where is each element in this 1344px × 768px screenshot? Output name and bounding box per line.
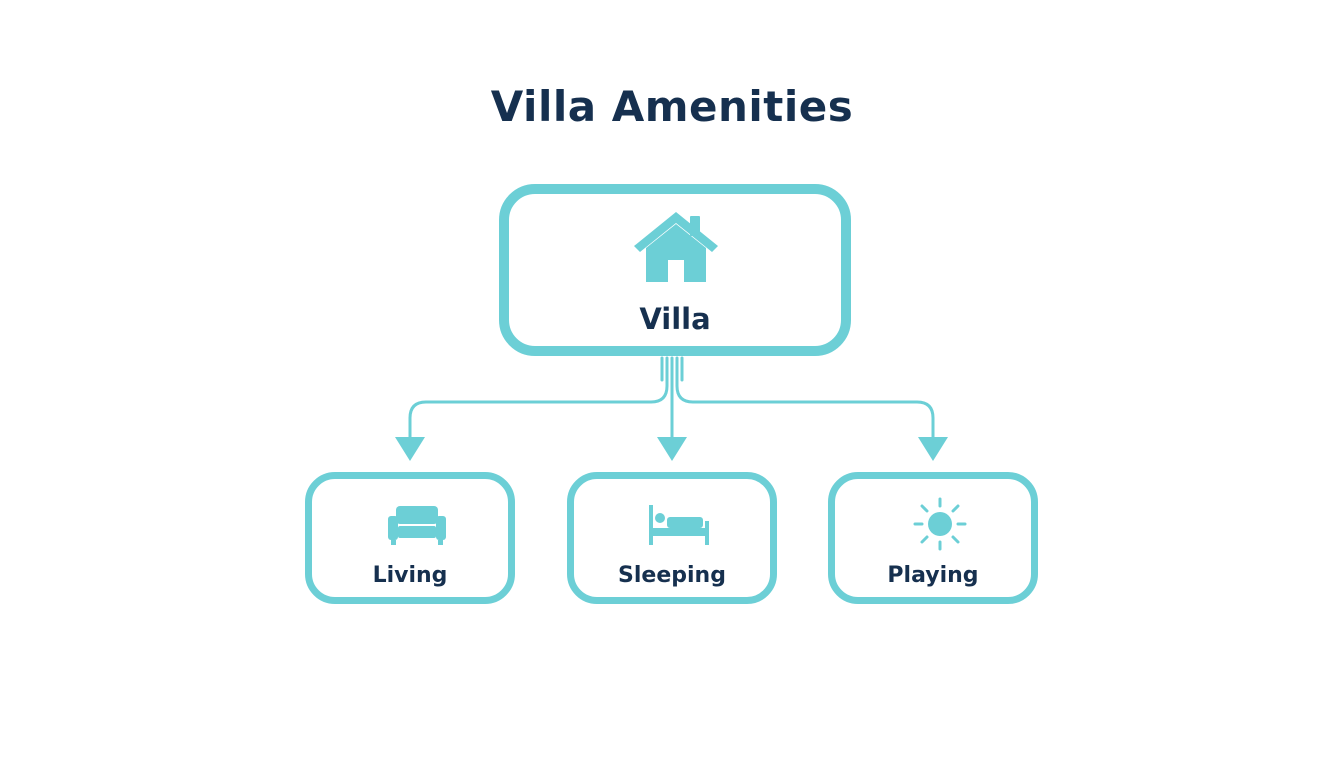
arrowhead-playing <box>918 437 948 461</box>
sun-icon <box>913 497 967 551</box>
diagram-title: Villa Amenities <box>490 82 854 131</box>
house-icon <box>634 212 718 282</box>
node-playing: Playing <box>828 472 1038 604</box>
node-living: Living <box>305 472 515 604</box>
node-sleeping: Sleeping <box>567 472 777 604</box>
node-label-playing: Playing <box>887 563 979 588</box>
node-villa: Villa <box>499 184 851 356</box>
node-label-villa: Villa <box>639 302 711 336</box>
sofa-icon <box>388 506 446 545</box>
node-label-sleeping: Sleeping <box>618 563 726 588</box>
bed-icon <box>649 505 709 545</box>
arrowhead-living <box>395 437 425 461</box>
connector-trunk-right <box>675 356 935 442</box>
node-label-living: Living <box>372 563 448 588</box>
connector-trunk <box>408 356 669 442</box>
arrowhead-sleeping <box>657 437 687 461</box>
